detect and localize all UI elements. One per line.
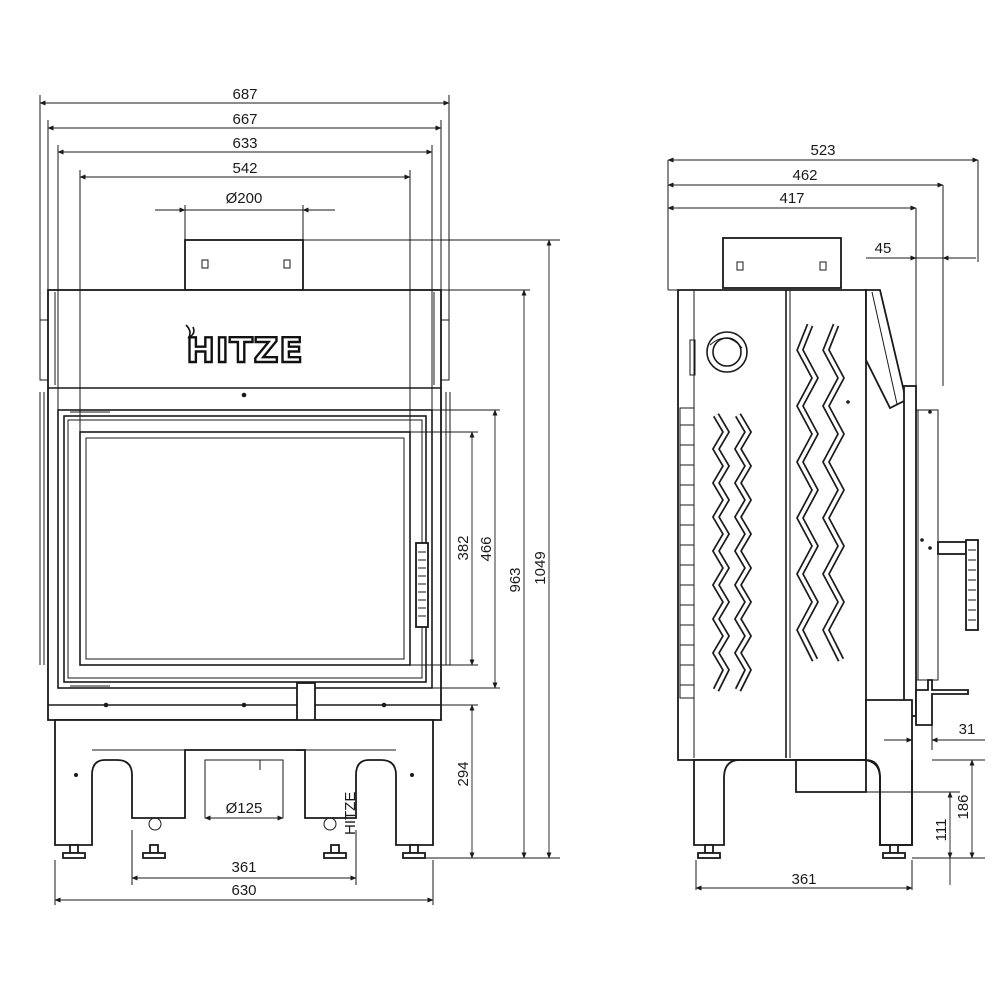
front-convection-fins — [796, 323, 845, 662]
front-base — [54, 719, 434, 846]
side-feet — [697, 844, 906, 859]
dim-depth-523: 523 — [810, 142, 835, 159]
dim-height-382: 382 — [455, 535, 472, 560]
side-door-handle[interactable] — [937, 539, 979, 631]
dim-legspan-361: 361 — [791, 871, 816, 888]
dim-width-542: 542 — [232, 160, 257, 177]
dim-flue-diameter: Ø200 — [226, 190, 263, 207]
dim-base-361: 361 — [231, 859, 256, 876]
dim-depth-417: 417 — [779, 190, 804, 207]
side-air-lever[interactable] — [915, 679, 969, 726]
dim-height-466: 466 — [478, 536, 495, 561]
dim-inlet-diameter: Ø125 — [226, 800, 263, 817]
dim-height-963: 963 — [507, 567, 524, 592]
logo-text: HITZE — [186, 331, 303, 371]
glass-window — [79, 431, 411, 666]
door-handle[interactable] — [415, 542, 429, 628]
dim-width-667: 667 — [232, 111, 257, 128]
front-feet — [62, 844, 426, 859]
dim-gap-31: 31 — [959, 721, 976, 738]
side-flue-collar — [722, 237, 842, 289]
rear-convection-fins — [711, 413, 753, 692]
hitze-logo: HITZE — [185, 324, 304, 372]
dim-offset-45: 45 — [875, 240, 892, 257]
dim-width-633: 633 — [232, 135, 257, 152]
dim-height-186: 186 — [955, 794, 972, 819]
side-base — [693, 759, 913, 846]
dim-depth-462: 462 — [792, 167, 817, 184]
front-housing — [47, 289, 442, 721]
side-door — [903, 385, 917, 717]
svg-text:HITZE: HITZE — [342, 792, 359, 835]
side-view: 523 462 417 45 31 361 186 111 — [667, 142, 985, 891]
dim-base-630: 630 — [231, 882, 256, 899]
side-housing — [677, 289, 867, 761]
front-flue-collar — [184, 239, 304, 291]
dim-height-1049: 1049 — [532, 551, 549, 584]
dim-width-687: 687 — [232, 86, 257, 103]
dim-base-height-294: 294 — [455, 761, 472, 786]
smoke-deflector — [865, 289, 908, 410]
front-view: HITZE — [39, 86, 560, 905]
side-spigot — [706, 331, 748, 373]
dim-height-111: 111 — [933, 819, 950, 842]
door-frame — [57, 409, 433, 689]
